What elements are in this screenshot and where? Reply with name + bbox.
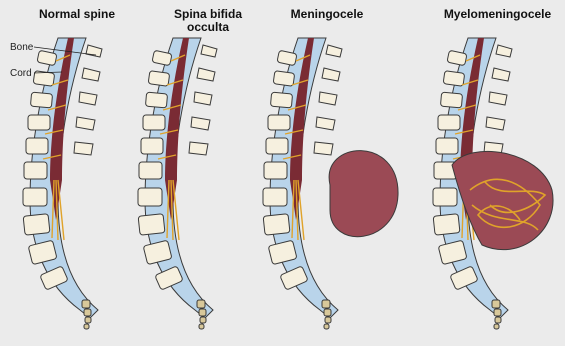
- panel-spina-bifida-occulta: [138, 38, 217, 329]
- panel-myelomeningocele: [433, 38, 553, 329]
- panel-normal-spine: [23, 38, 102, 329]
- meningocele-sac: [329, 151, 398, 237]
- panel-meningocele: [263, 38, 398, 329]
